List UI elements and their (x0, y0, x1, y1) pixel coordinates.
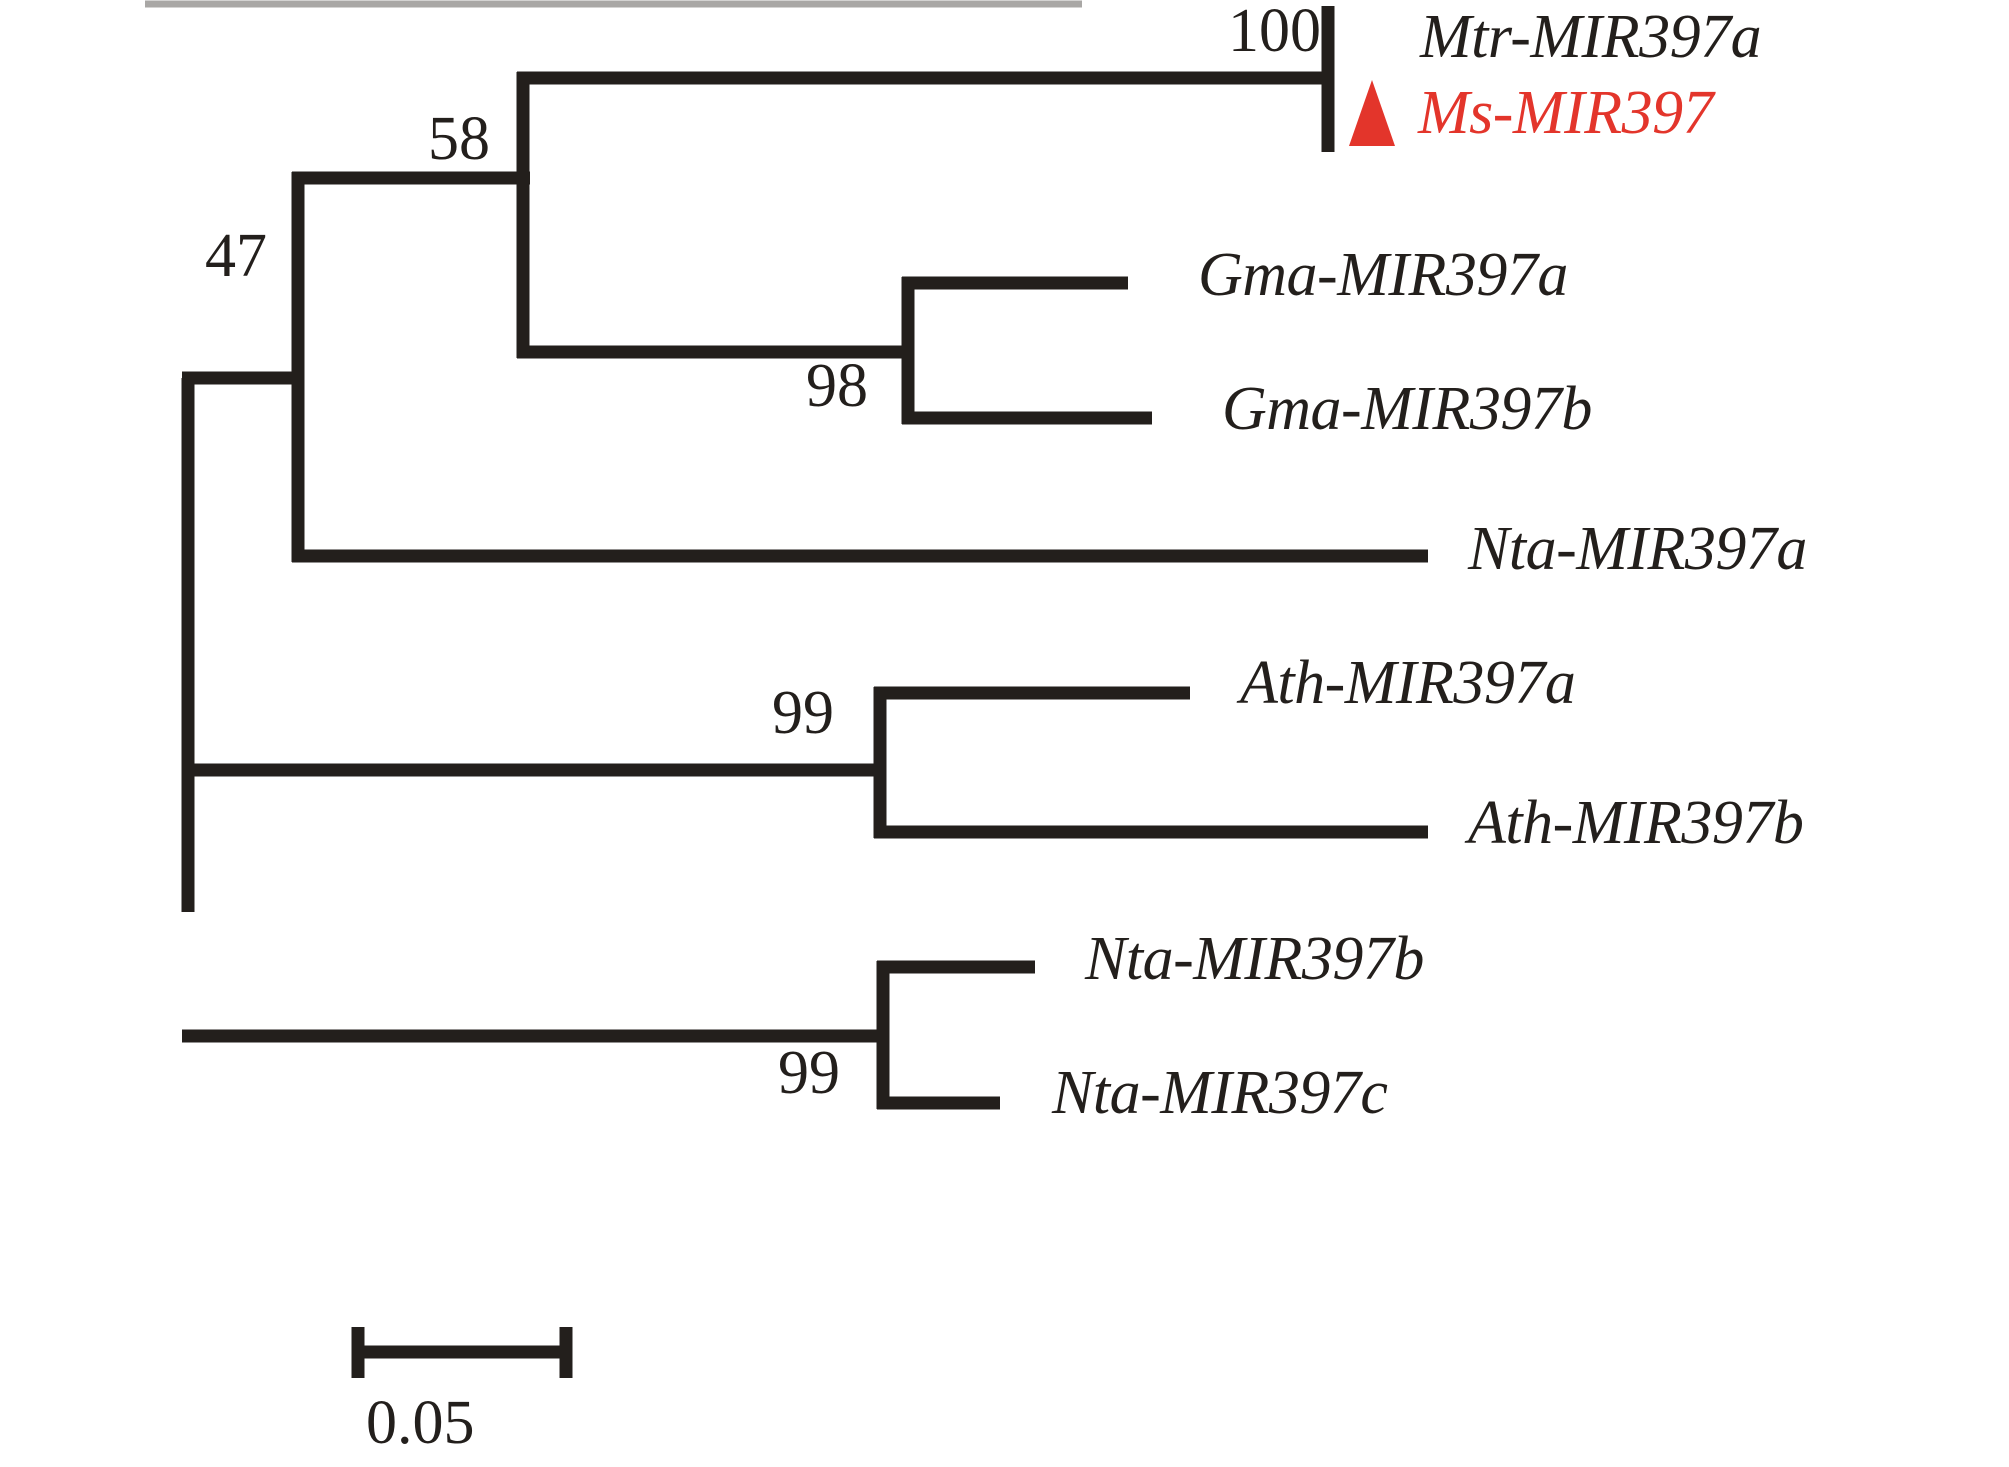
bootstrap-value-47: 47 (205, 222, 267, 290)
bootstrap-value-99-nta: 99 (778, 1039, 840, 1107)
tip-label-gma-mir397a: Gma-MIR397a (1198, 241, 1568, 309)
tip-label-gma-mir397b: Gma-MIR397b (1222, 375, 1592, 443)
bootstrap-value-98: 98 (806, 352, 868, 420)
bootstrap-value-58: 58 (428, 105, 490, 173)
scale-bar-label: 0.05 (366, 1389, 475, 1457)
tip-label-nta-mir397b: Nta-MIR397b (1085, 925, 1424, 993)
tip-label-mtr-mir397a: Mtr-MIR397a (1420, 3, 1762, 71)
tip-label-ms-mir397: Ms-MIR397 (1418, 79, 1714, 147)
bootstrap-value-100: 100 (1228, 0, 1321, 65)
tip-label-nta-mir397c: Nta-MIR397c (1052, 1059, 1388, 1127)
tip-label-nta-mir397a: Nta-MIR397a (1468, 515, 1807, 583)
tip-label-ath-mir397b: Ath-MIR397b (1468, 789, 1804, 857)
red-triangle-icon (1349, 80, 1395, 146)
tip-label-ath-mir397a: Ath-MIR397a (1240, 649, 1576, 717)
scale-bar (351, 1327, 573, 1378)
bootstrap-value-99-ath: 99 (772, 679, 834, 747)
